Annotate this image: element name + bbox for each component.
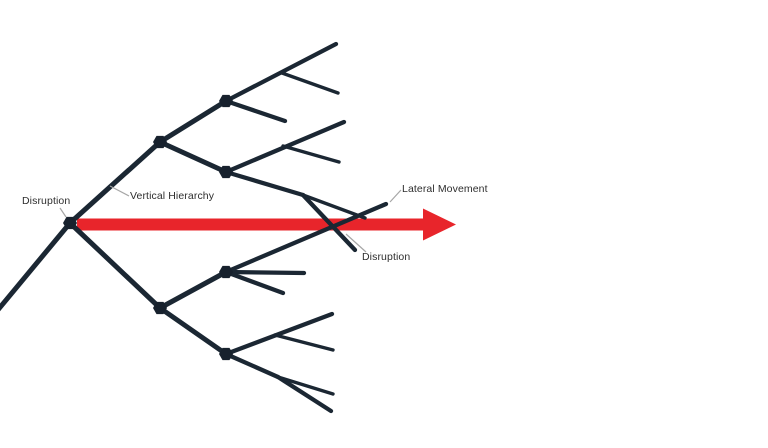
twig-c-down <box>301 193 367 220</box>
branch-lower-to-e <box>157 269 229 311</box>
branch-f-down-steep <box>275 374 334 414</box>
label-vertical-hierarchy: Vertical Hierarchy <box>130 190 215 202</box>
label-connectors <box>59 185 402 253</box>
branch-lower-to-f <box>157 305 229 357</box>
label-disruption-left: Disruption <box>22 195 71 207</box>
twig-c-up <box>281 144 341 164</box>
twig-f-down <box>276 375 335 396</box>
node-c <box>219 165 233 179</box>
label-lateral-movement: Lateral Movement <box>402 183 488 195</box>
twig-b-up <box>280 71 340 95</box>
branch-root-to-upper <box>67 139 163 226</box>
node-e <box>219 265 233 279</box>
connector-disruption-right <box>345 233 367 253</box>
branch-c-down-crossing-arrow <box>300 192 358 253</box>
branch-root-to-lower <box>67 220 163 311</box>
branch-c-down-stem <box>223 169 306 198</box>
trunk-branches <box>0 98 229 357</box>
branch-f-down-stem <box>223 351 281 380</box>
twig-f-up <box>273 333 335 352</box>
branch-e-down <box>223 269 286 296</box>
label-disruption-right: Disruption <box>362 251 411 263</box>
branch-e-mid <box>223 269 307 276</box>
node-f <box>219 347 233 361</box>
connector-lateral-movement <box>389 189 402 203</box>
lateral-movement-arrow-icon <box>77 208 456 241</box>
branch-b-down <box>223 98 288 124</box>
branch-upper-to-c <box>157 139 229 175</box>
connector-vertical-hierarchy <box>109 185 130 197</box>
branch-upper-to-b <box>157 98 229 145</box>
node-root <box>63 216 77 230</box>
branch-f-up <box>223 311 335 357</box>
node-lower <box>153 301 167 315</box>
branch-root-tail <box>0 220 73 312</box>
node-b <box>219 94 233 108</box>
twig-branches <box>273 71 367 396</box>
tree-nodes <box>63 94 233 361</box>
node-upper <box>153 135 167 149</box>
connector-disruption-left <box>59 207 67 218</box>
